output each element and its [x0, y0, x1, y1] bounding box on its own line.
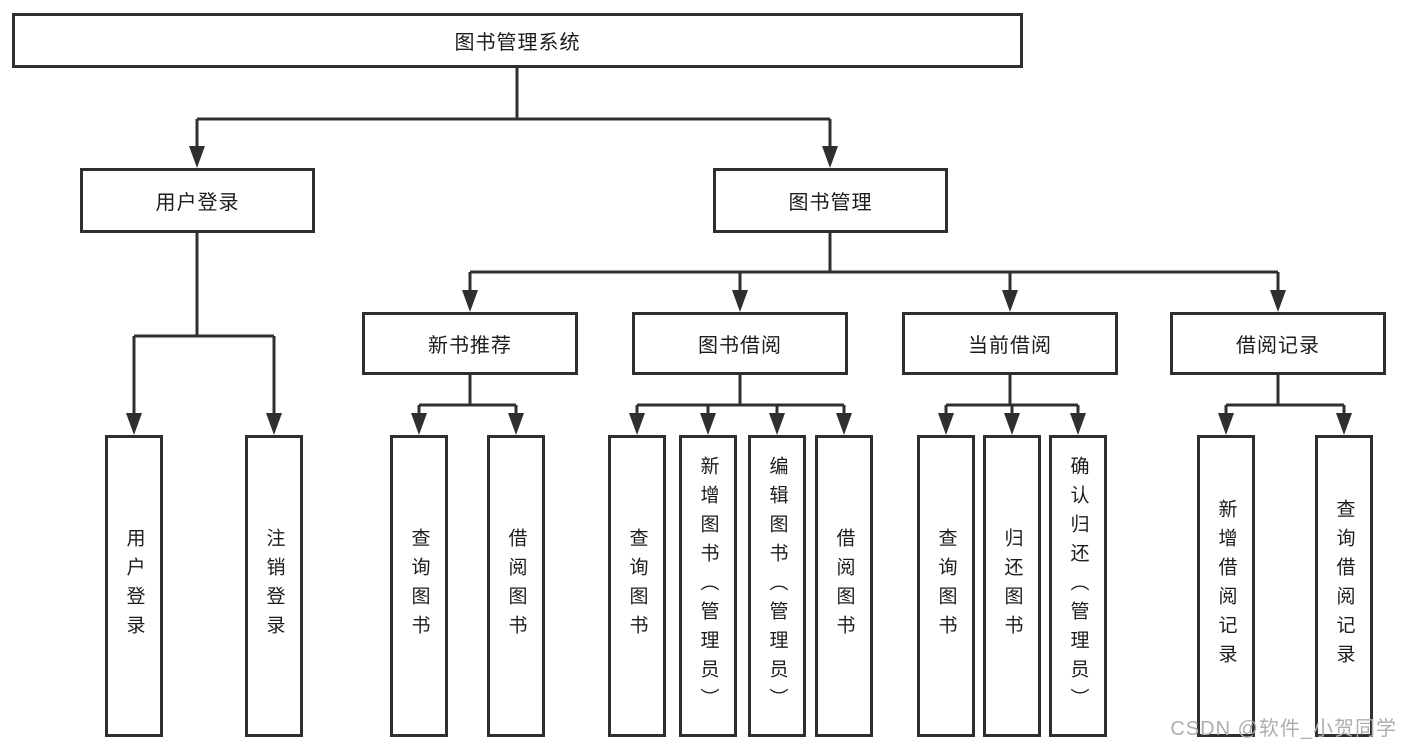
leaf-label: 查询借阅记录	[1333, 499, 1355, 673]
leaf-label: 编辑图书（管理员）	[766, 455, 788, 717]
node-label: 图书借阅	[698, 335, 782, 357]
leaf-label: 用户登录	[123, 528, 145, 644]
node-label: 借阅记录	[1236, 335, 1320, 357]
leaf-user-login: 用户登录	[105, 435, 163, 737]
leaf-label: 查询图书	[408, 528, 430, 644]
leaf-add-borrow-record: 新增借阅记录	[1197, 435, 1255, 737]
leaf-label: 确认归还（管理员）	[1067, 455, 1089, 717]
leaf-borrow-books: 借阅图书	[815, 435, 873, 737]
node-current-borrowing: 当前借阅	[902, 312, 1118, 375]
leaf-label: 新增借阅记录	[1215, 499, 1237, 673]
leaf-query-books-current: 查询图书	[917, 435, 975, 737]
node-user-login: 用户登录	[80, 168, 315, 233]
node-label: 当前借阅	[968, 335, 1052, 357]
leaf-return-books: 归还图书	[983, 435, 1041, 737]
leaf-query-books-borrow: 查询图书	[608, 435, 666, 737]
node-book-management-system: 图书管理系统	[12, 13, 1023, 68]
leaf-label: 借阅图书	[833, 528, 855, 644]
node-label: 图书管理系统	[454, 32, 581, 54]
csdn-watermark: CSDN @软件_小贺同学	[1170, 718, 1397, 740]
leaf-label: 归还图书	[1001, 528, 1023, 644]
node-borrowing-records: 借阅记录	[1170, 312, 1386, 375]
leaf-query-books-recommend: 查询图书	[390, 435, 448, 737]
node-label: 图书管理	[788, 192, 873, 214]
leaf-label: 新增图书（管理员）	[697, 455, 719, 717]
leaf-add-books-admin: 新增图书（管理员）	[679, 435, 737, 737]
leaf-edit-books-admin: 编辑图书（管理员）	[748, 435, 806, 737]
arrowheads	[126, 146, 1352, 435]
leaf-logout: 注销登录	[245, 435, 303, 737]
leaf-borrow-books-recommend: 借阅图书	[487, 435, 545, 737]
leaf-label: 借阅图书	[505, 528, 527, 644]
node-label: 新书推荐	[428, 335, 512, 357]
node-new-book-recommendation: 新书推荐	[362, 312, 578, 375]
node-book-borrowing: 图书借阅	[632, 312, 848, 375]
leaf-label: 查询图书	[626, 528, 648, 644]
leaf-label: 查询图书	[935, 528, 957, 644]
leaf-confirm-return-admin: 确认归还（管理员）	[1049, 435, 1107, 737]
node-label: 用户登录	[155, 192, 240, 214]
node-book-management: 图书管理	[713, 168, 948, 233]
leaf-query-borrow-record: 查询借阅记录	[1315, 435, 1373, 737]
leaf-label: 注销登录	[263, 528, 285, 644]
